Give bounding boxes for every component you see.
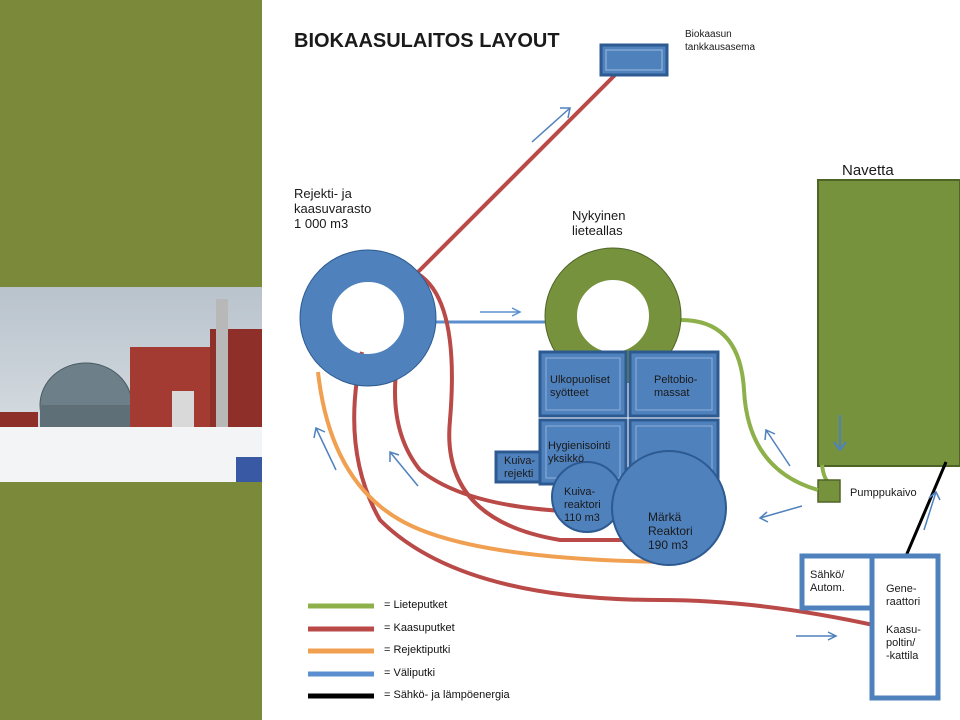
legend-item: = Lieteputket [384,599,448,611]
dry-reject-label: Kuiva- rejekti [504,455,536,480]
page-title: BIOKAASULAITOS LAYOUT [294,30,560,52]
generators-label: Gene- raattori [886,583,921,608]
tank-station-label: Biokaasun tankkausasema [685,29,756,53]
reject-storage-ring [300,250,436,386]
pump-pit-box [817,479,841,503]
legend-item: = Sähkö- ja lämpöenergia [384,689,510,701]
electric-label: Sähkö/ Autom. [810,569,845,594]
generator-box [869,553,941,701]
electric-box [799,553,877,611]
barn-box [817,179,960,467]
power-line [904,461,948,557]
gas-pipe-tank [414,70,620,276]
dry-reactor-label: Kuiva- reaktori 110 m3 [564,486,601,524]
gas-burner-label: Kaasu- poltin/ -kattila [886,624,921,662]
dry-reject-box [494,450,542,484]
reject-storage-label: Rejekti- ja kaasuvarasto 1 000 m3 [294,186,372,231]
legend-item: = Kaasuputket [384,622,455,634]
legend-item: = Rejektiputki [384,644,451,656]
external-feed-box [538,350,628,418]
field-bio-box [628,350,720,418]
barn-label: Navetta [842,162,894,179]
legend-item: = Väliputki [384,667,436,679]
wet-reactor-label: Märkä Reaktori 190 m3 [648,510,693,552]
hygienization-label: Hygienisointi yksikkö [548,440,611,465]
field-bio-label: Peltobio- massat [654,374,698,399]
slurry-pipe [680,318,819,492]
wet-reactor [611,450,727,566]
external-feed-label: Ulkopuoliset syötteet [550,374,610,399]
site-photo [0,287,262,482]
current-pool-label: Nykyinen lieteallas [572,208,626,238]
pump-pit-label: Pumppukaivo [850,487,917,499]
